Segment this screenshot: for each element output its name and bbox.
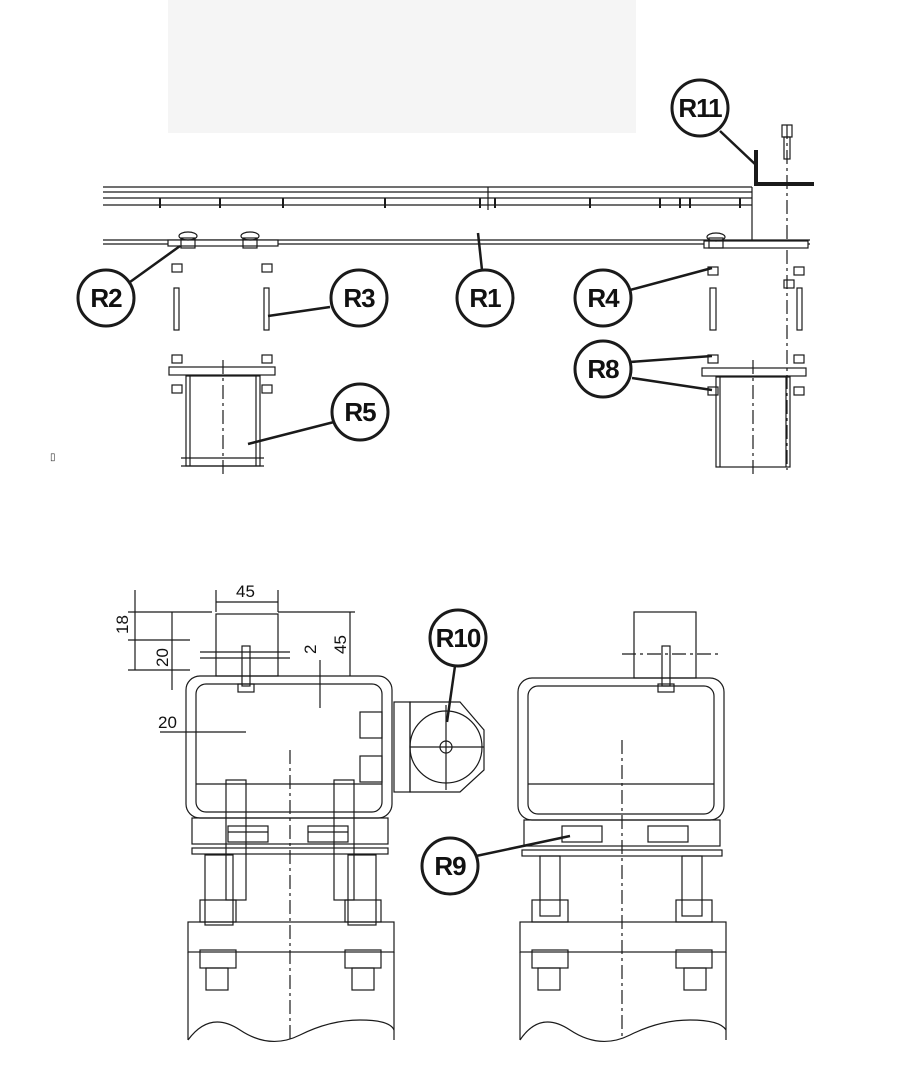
rail-ticks <box>159 198 741 208</box>
dim-offset: 20 <box>158 713 177 732</box>
angle-bracket-r11 <box>754 124 814 470</box>
callout-r11: R11 <box>670 78 730 138</box>
dim-gap: 2 <box>301 645 320 654</box>
stray-mark: ▯ <box>50 452 56 463</box>
left-section-view <box>185 613 395 1043</box>
svg-text:R11: R11 <box>678 93 722 123</box>
dim-top-width: 45 <box>236 582 255 601</box>
left-bolt-plates-r2 <box>167 231 279 273</box>
left-threaded-rods-r3 <box>171 287 273 364</box>
svg-text:R10: R10 <box>436 623 481 653</box>
callout-r5: R5 <box>330 382 390 442</box>
right-column <box>701 354 807 475</box>
dimension-lines <box>128 590 355 733</box>
svg-text:R5: R5 <box>344 397 376 427</box>
svg-text:R9: R9 <box>434 851 466 881</box>
callout-r2: R2 <box>76 268 136 328</box>
callout-r9: R9 <box>420 836 480 896</box>
left-column-r5 <box>168 360 276 475</box>
pulley-r10 <box>393 701 485 793</box>
svg-text:R1: R1 <box>469 283 501 313</box>
dim-left-height: 18 <box>113 615 132 634</box>
dim-inner-height: 20 <box>153 648 172 667</box>
svg-text:R8: R8 <box>587 354 619 384</box>
bottom-leaders <box>445 665 571 858</box>
callout-r3: R3 <box>329 268 389 328</box>
masked-area <box>168 0 636 133</box>
svg-text:R3: R3 <box>343 283 375 313</box>
top-leaders <box>129 130 757 446</box>
callout-r1: R1 <box>455 268 515 328</box>
callout-r4: R4 <box>573 268 633 328</box>
svg-text:R2: R2 <box>90 283 122 313</box>
right-section-view <box>517 611 727 1043</box>
svg-text:R4: R4 <box>587 283 620 313</box>
beam-r1 <box>103 186 810 245</box>
dim-right-height: 45 <box>331 635 350 654</box>
right-bolt-plate-r4 <box>703 232 809 331</box>
top-elevation-view <box>103 124 814 475</box>
callout-r10: R10 <box>428 608 488 668</box>
callout-r8: R8 <box>573 339 633 399</box>
